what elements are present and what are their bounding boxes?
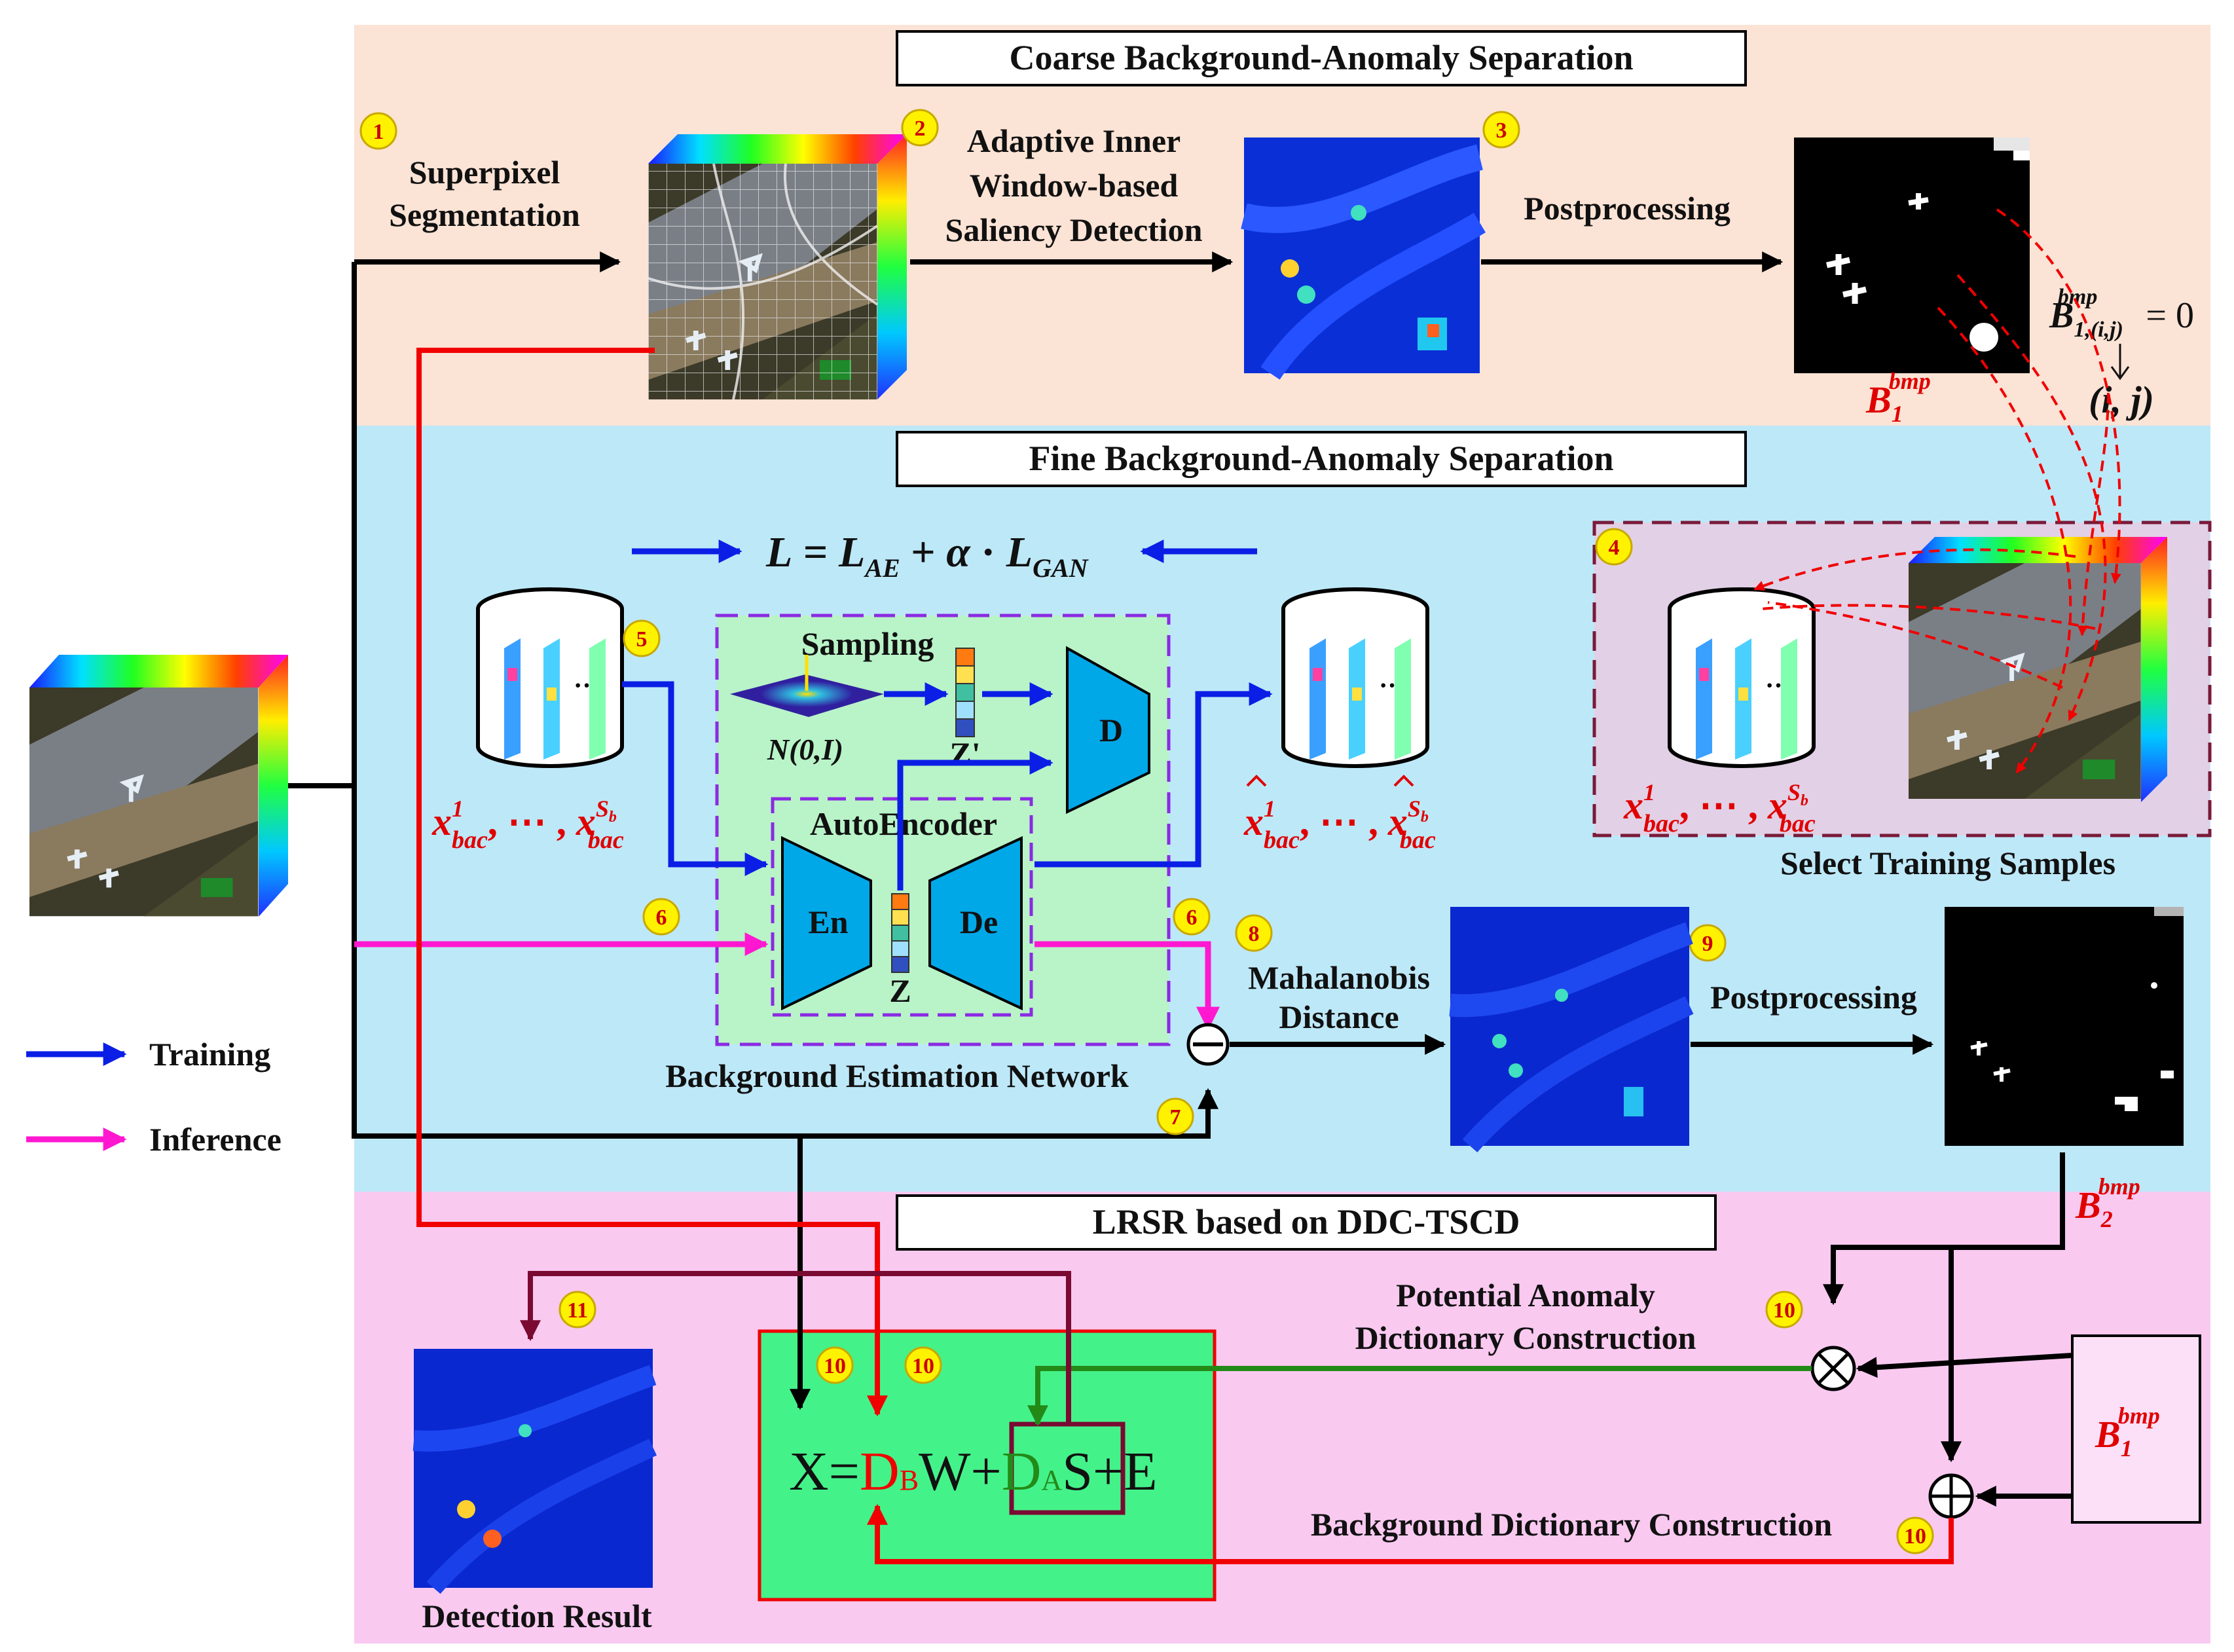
detection-result-label: Detection Result — [422, 1598, 652, 1634]
svg-text:··: ·· — [1765, 670, 1783, 700]
decoder-trapezoid-icon — [928, 835, 1023, 1011]
postprocessing-label-1: Postprocessing — [1524, 190, 1730, 227]
svg-text:10: 10 — [1904, 1524, 1926, 1549]
adaptive-label-2: Window-based — [970, 167, 1179, 204]
svg-text:6: 6 — [1186, 906, 1198, 930]
autoencoder-label: AutoEncoder — [810, 805, 997, 842]
hsi-cube-icon — [29, 655, 288, 917]
encoder-label: En — [808, 904, 848, 940]
b1-label: B1bmp — [1865, 368, 1931, 427]
svg-text:9: 9 — [1702, 932, 1713, 956]
svg-text:6: 6 — [656, 906, 667, 930]
potential-label-1: Potential Anomaly — [1396, 1277, 1655, 1313]
svg-text:5: 5 — [636, 627, 648, 652]
latent-z-prime — [955, 648, 975, 737]
saliency-map-icon — [1449, 907, 1694, 1152]
fine-title: Fine Background-Anomaly Separation — [1029, 439, 1613, 478]
step-badge: 10 — [1896, 1516, 1934, 1554]
potential-label-2: Dictionary Construction — [1355, 1319, 1696, 1356]
step-badge: 10 — [904, 1346, 942, 1384]
coarse-title: Coarse Background-Anomaly Separation — [1009, 38, 1633, 77]
decoder-label: De — [960, 904, 998, 940]
svg-text:8: 8 — [1249, 922, 1260, 946]
step-badge: 4 — [1595, 528, 1633, 566]
step-badge: 6 — [1173, 898, 1211, 936]
adaptive-label-1: Adaptive Inner — [967, 122, 1181, 159]
saliency-map-icon — [1241, 138, 1486, 380]
step-badge: 1 — [359, 112, 397, 150]
discriminator-label: D — [1099, 712, 1123, 748]
svg-text:7: 7 — [1170, 1105, 1181, 1129]
sample-database-icon: ·· — [1668, 587, 1816, 768]
superpixel-label-1: Superpixel — [409, 154, 560, 191]
superpixel-label-2: Segmentation — [389, 196, 580, 233]
step-badge: 3 — [1482, 111, 1520, 149]
svg-text:10: 10 — [1773, 1298, 1795, 1323]
legend-inference: Inference — [149, 1121, 282, 1158]
b1-box-label: B1bmp — [2095, 1403, 2160, 1461]
step-badge: 9 — [1689, 924, 1727, 962]
subtract-op-icon — [1186, 1023, 1230, 1066]
svg-text:1: 1 — [373, 120, 384, 144]
svg-text:2: 2 — [915, 117, 926, 141]
ij-label: (i, j) — [2089, 378, 2154, 421]
lrsr-panel — [354, 1192, 2210, 1643]
sampling-arrows — [1753, 208, 2121, 774]
sample-database-icon: ·· — [476, 587, 624, 768]
svg-text:10: 10 — [824, 1354, 846, 1378]
binary-map-icon — [1945, 907, 2184, 1146]
svg-text:··: ·· — [1379, 670, 1397, 700]
step-badge: 11 — [558, 1291, 596, 1329]
lrsr-equation: X=DBW+DAS+E — [789, 1441, 1158, 1502]
mahalanobis-label-2: Distance — [1279, 999, 1399, 1035]
b1-box — [2071, 1334, 2201, 1524]
gaussian-icon — [730, 655, 884, 717]
legend-training: Training — [149, 1036, 270, 1073]
ben-label: Background Estimation Network — [665, 1057, 1129, 1094]
svg-text:4: 4 — [1609, 536, 1620, 560]
superpixel-cube-icon — [648, 134, 907, 399]
svg-text:··: ·· — [574, 670, 591, 700]
sampling-label: Sampling — [801, 625, 934, 662]
step-badge: 8 — [1235, 914, 1273, 952]
postprocessing-label-2: Postprocessing — [1710, 979, 1917, 1016]
step-badge: 2 — [901, 109, 939, 147]
hsi-cube-icon — [1909, 537, 2167, 802]
lrsr-title: LRSR based on DDC-TSCD — [1093, 1202, 1520, 1241]
multiply-op-icon — [1810, 1346, 1856, 1391]
legend: Training Inference — [26, 1036, 282, 1158]
step-badge: 5 — [623, 619, 661, 657]
add-op-icon — [1928, 1473, 1974, 1519]
adaptive-label-3: Saliency Detection — [945, 211, 1203, 248]
mahalanobis-label-1: Mahalanobis — [1248, 959, 1430, 996]
loss-formula: L = LAE + α · LGAN — [765, 528, 1090, 583]
z-prime-label: Z' — [949, 735, 980, 772]
sample-database-icon: ·· — [1281, 587, 1429, 768]
b2-label: B2bmp — [2075, 1173, 2140, 1232]
binary-map-icon — [1794, 138, 2030, 373]
background-dict-label: Background Dictionary Construction — [1311, 1506, 1833, 1543]
z-label: Z — [889, 972, 911, 1009]
encoder-trapezoid-icon — [781, 835, 872, 1011]
latent-z — [891, 893, 909, 973]
svg-text:3: 3 — [1496, 119, 1507, 143]
select-training-label: Select Training Samples — [1780, 845, 2115, 881]
svg-text:11: 11 — [567, 1298, 588, 1323]
saliency-map-icon — [412, 1349, 657, 1594]
step-badge: 6 — [642, 898, 680, 936]
step-badge: 7 — [1156, 1097, 1194, 1135]
normal-dist-label: N(0,I) — [767, 733, 843, 766]
svg-text:10: 10 — [912, 1354, 934, 1378]
autoencoder-box — [771, 797, 1033, 1017]
discriminator-icon — [1066, 646, 1150, 815]
step-badge: 10 — [1765, 1291, 1803, 1329]
step-badge: 10 — [816, 1346, 854, 1384]
